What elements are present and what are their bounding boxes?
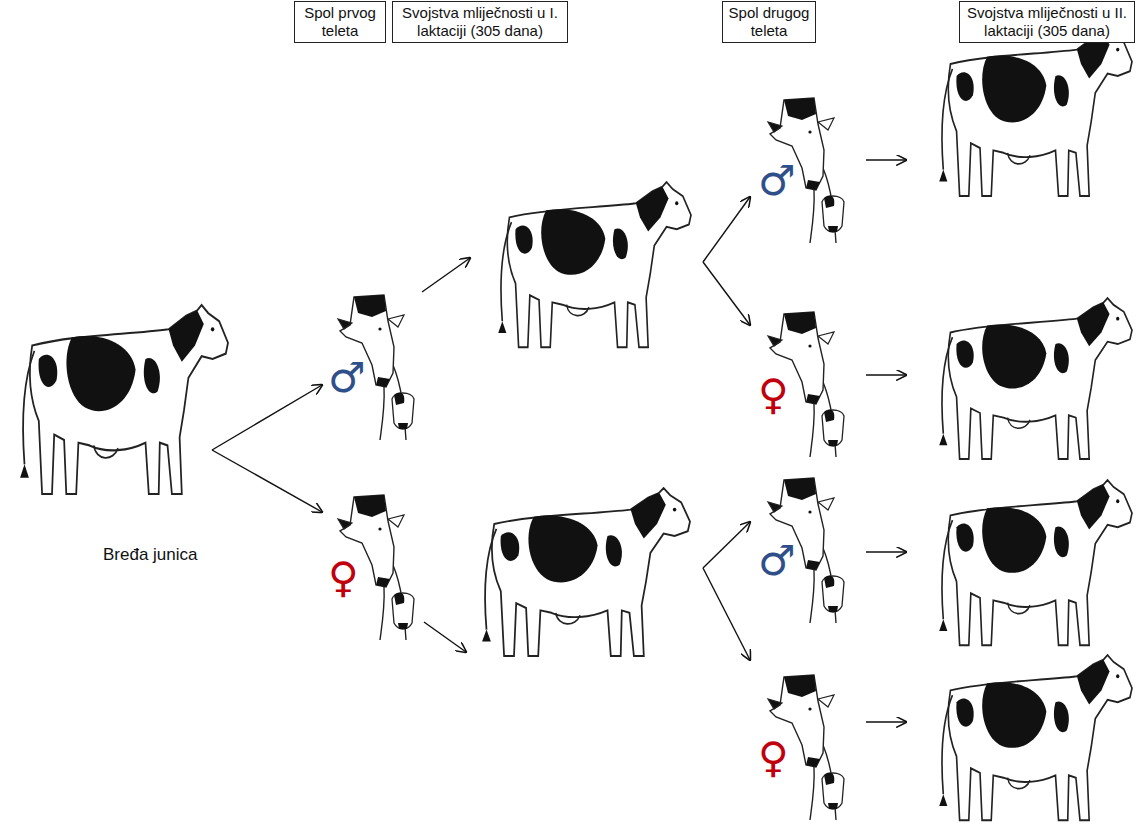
column-heading: Svojstva mliječnosti u II. laktaciji (30… (959, 1, 1135, 43)
calf-node: ♂ (324, 295, 427, 440)
connector-arrow (212, 450, 322, 512)
arrow (703, 262, 750, 325)
heading-text: Svojstva mliječnosti u I. laktaciji (305… (397, 4, 563, 40)
calf-node: ♂ (754, 98, 857, 243)
cow-figure (498, 182, 691, 347)
cow-figure (482, 488, 690, 656)
sex-symbol: ♀ (328, 557, 359, 599)
arrow (422, 258, 470, 292)
connector-arrow (212, 385, 322, 450)
cow-figure (939, 480, 1132, 645)
sex-symbol: ♀ (758, 737, 789, 779)
arrow (703, 522, 750, 568)
heifer-node: Bređa junica (5, 300, 210, 570)
arrow (703, 568, 750, 660)
arrow (866, 374, 906, 375)
arrow (703, 197, 750, 262)
sex-symbol: ♂ (758, 160, 796, 202)
arrow (866, 551, 906, 552)
column-heading: Spol drugog teleta (722, 1, 816, 43)
figure-label: Bređa junica (103, 545, 198, 565)
calf-node: ♀ (754, 312, 857, 457)
cow-figure (939, 298, 1132, 459)
calf-node: ♂ (754, 478, 857, 623)
calf-node: ♀ (754, 675, 857, 820)
cow-figure (939, 655, 1132, 820)
arrow (424, 622, 466, 652)
sex-symbol: ♀ (758, 374, 789, 416)
heading-text: Svojstva mliječnosti u II. laktaciji (30… (964, 4, 1130, 40)
cow-figure (939, 28, 1132, 196)
column-heading: Spol prvog teleta (294, 1, 386, 43)
arrows (422, 160, 906, 722)
arrow (866, 159, 906, 160)
calf-node: ♀ (324, 495, 427, 640)
column-heading: Svojstva mliječnosti u I. laktaciji (305… (392, 1, 568, 43)
heading-text: Spol prvog teleta (299, 4, 381, 40)
heading-text: Spol drugog teleta (727, 4, 811, 40)
heifer-figure (20, 305, 228, 494)
sex-symbol: ♂ (328, 357, 366, 399)
sex-symbol: ♂ (758, 540, 796, 582)
arrow (866, 721, 906, 722)
